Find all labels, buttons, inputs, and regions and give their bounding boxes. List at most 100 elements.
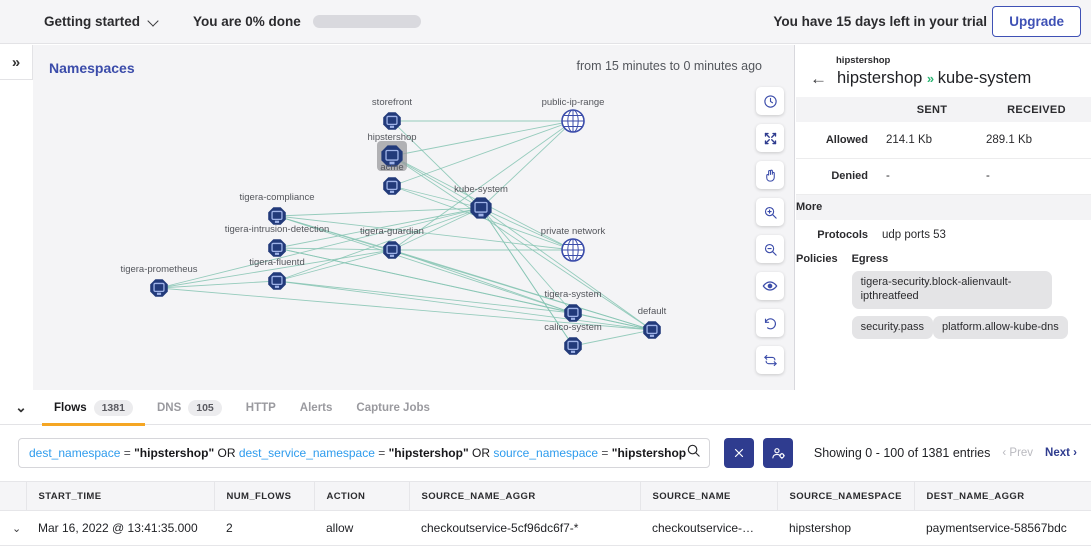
getting-started-menu[interactable]: Getting started xyxy=(44,14,159,29)
tab-label: HTTP xyxy=(245,401,276,414)
tab-capture-jobs[interactable]: Capture Jobs xyxy=(344,391,442,425)
col-sent: SENT xyxy=(916,103,948,116)
monitor-glyph xyxy=(386,180,398,191)
search-input[interactable]: dest_namespace = "hipstershop" OR dest_s… xyxy=(18,438,710,468)
graph-node-private network[interactable] xyxy=(561,238,585,262)
col-start_time[interactable]: START_TIME xyxy=(26,481,215,511)
policy-pill[interactable]: security.pass xyxy=(851,315,933,340)
col-num_flows[interactable]: NUM_FLOWS xyxy=(214,481,315,511)
zoom-in-icon xyxy=(764,206,777,219)
cell-source-name-aggr: checkoutservice-5cf96dc6f7-* xyxy=(409,510,640,546)
graph-node-storefront[interactable] xyxy=(383,112,401,130)
query-token-str: "hipstershop" xyxy=(388,446,469,460)
cell-source-name: checkoutservice-… xyxy=(640,510,777,546)
graph-title[interactable]: Namespaces xyxy=(49,60,135,76)
pagination: Showing 0 - 100 of 1381 entries ‹ Prev N… xyxy=(814,446,1077,460)
policies-direction: Egress xyxy=(851,253,889,265)
policy-pill[interactable]: tigera-security.block-alienvault-ipthrea… xyxy=(851,271,1052,309)
monitor-stand xyxy=(389,161,395,165)
detail-header: hipstershop ← hipstershop » kube-system xyxy=(796,45,1091,97)
zoom-out-icon-button[interactable] xyxy=(756,235,784,263)
eye-icon-button[interactable] xyxy=(756,272,784,300)
chevron-down-icon xyxy=(148,16,159,27)
graph-edge xyxy=(480,120,574,209)
policy-pill[interactable]: platform.allow-kube-dns xyxy=(932,315,1068,340)
refresh-icon-button[interactable] xyxy=(756,346,784,374)
cell-dest-name-aggr: paymentservice-58567bdc xyxy=(914,510,1091,546)
col-source_name_aggr[interactable]: SOURCE_NAME_AGGR xyxy=(409,481,641,511)
allowed-sent-value: 214.1 Kb xyxy=(886,133,933,146)
query-token-op: = xyxy=(598,446,612,460)
onboarding-progress-bar xyxy=(312,15,421,28)
graph-node-kube-system[interactable] xyxy=(470,197,492,219)
graph-node-tigera-compliance[interactable] xyxy=(268,207,286,225)
policies-label: Policies xyxy=(796,253,838,265)
graph-edge xyxy=(480,207,574,314)
graph-node-calico-system[interactable] xyxy=(564,337,582,355)
graph-node-tigera-guardian[interactable] xyxy=(383,241,401,259)
hand-icon-button[interactable] xyxy=(756,161,784,189)
graph-node-tigera-intrusion-detection[interactable] xyxy=(268,239,286,257)
col-source_name[interactable]: SOURCE_NAME xyxy=(640,481,778,511)
upgrade-button[interactable]: Upgrade xyxy=(992,6,1081,37)
service-graph-panel[interactable]: Namespaces from 15 minutes to 0 minutes … xyxy=(33,45,795,390)
graph-edge xyxy=(391,185,482,209)
detail-target: kube-system xyxy=(937,69,1032,87)
monitor-stand xyxy=(389,254,395,257)
protocols-row: Protocols udp ports 53 xyxy=(796,220,1091,241)
graph-node-tigera-fluentd[interactable] xyxy=(268,272,286,290)
tab-label: DNS xyxy=(156,401,182,414)
graph-edge xyxy=(276,207,482,217)
protocols-value: udp ports 53 xyxy=(882,229,946,241)
tab-alerts[interactable]: Alerts xyxy=(288,391,345,425)
double-chevron-down-icon[interactable]: ⌄ xyxy=(15,399,27,415)
query-token-field: dest_namespace xyxy=(29,446,121,460)
graph-edge xyxy=(158,287,653,331)
graph-canvas[interactable] xyxy=(33,45,795,390)
sidebar-expand-button[interactable]: » xyxy=(0,45,33,80)
policy-pill-container: tigera-security.block-alienvault-ipthrea… xyxy=(851,271,1091,346)
undo-icon xyxy=(764,317,776,329)
traffic-summary-table: SENT RECEIVED Allowed 214.1 Kb 289.1 Kb … xyxy=(796,97,1091,220)
graph-node-hipstershop[interactable] xyxy=(377,141,407,171)
search-icon[interactable] xyxy=(686,443,701,463)
col-source_namespace[interactable]: SOURCE_NAMESPACE xyxy=(777,481,915,511)
graph-node-default[interactable] xyxy=(643,321,661,339)
zoom-in-icon-button[interactable] xyxy=(756,198,784,226)
graph-edge xyxy=(391,120,574,251)
allowed-received-value: 289.1 Kb xyxy=(986,133,1033,146)
clock-icon-button[interactable] xyxy=(756,87,784,115)
back-arrow-icon[interactable]: ← xyxy=(810,69,827,88)
graph-node-public-ip-range[interactable] xyxy=(561,109,585,133)
tab-http[interactable]: HTTP xyxy=(234,391,288,425)
chevron-down-icon[interactable]: ⌄ xyxy=(12,523,22,535)
protocols-label: Protocols xyxy=(817,229,868,241)
graph-edge xyxy=(391,120,574,187)
graph-edge xyxy=(391,155,653,331)
query-token-op: = xyxy=(120,446,135,460)
clear-filter-button[interactable] xyxy=(724,438,754,468)
undo-icon-button[interactable] xyxy=(756,309,784,337)
col-action[interactable]: ACTION xyxy=(314,481,410,511)
monitor-glyph xyxy=(271,210,283,221)
prev-page-button[interactable]: ‹ Prev xyxy=(1002,447,1034,459)
clock-icon xyxy=(763,94,777,108)
graph-node-tigera-system[interactable] xyxy=(564,304,582,322)
expand-icon-button[interactable] xyxy=(756,124,784,152)
more-section-header[interactable]: More xyxy=(796,194,1091,220)
trial-notice: You have 15 days left in your trial xyxy=(773,14,987,29)
graph-edge xyxy=(480,207,653,331)
graph-node-tigera-prometheus[interactable] xyxy=(150,279,168,297)
monitor-stand xyxy=(274,220,280,223)
col-dest_name_aggr[interactable]: DEST_NAME_AGGR xyxy=(914,481,1091,511)
graph-node-acme[interactable] xyxy=(383,177,401,195)
user-settings-button[interactable] xyxy=(763,438,793,468)
next-page-button[interactable]: Next › xyxy=(1045,447,1077,459)
top-bar: Getting started You are 0% done You have… xyxy=(0,0,1091,44)
